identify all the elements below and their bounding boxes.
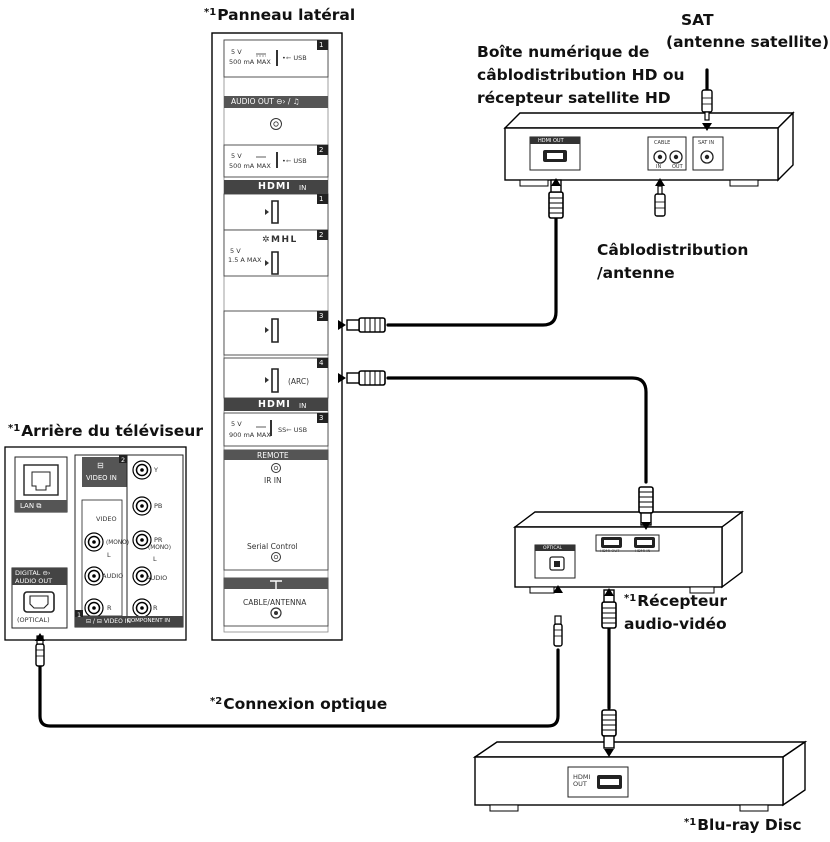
side-panel-title: *1Panneau latéral xyxy=(204,6,356,24)
bluray-title: *1Blu-ray Disc xyxy=(684,816,802,834)
hdmi-logo-2: HDMI xyxy=(258,399,291,410)
hdmi2-number: 2 xyxy=(319,231,324,239)
digital-audio-out-label: DIGITAL ⊖› AUDIO OUT xyxy=(15,569,53,585)
hdmi-in-label: IN xyxy=(299,184,307,192)
y-label: Y xyxy=(154,466,158,474)
settop-box xyxy=(503,111,795,187)
usb2-number: 2 xyxy=(319,146,324,154)
mhl-logo: ✲MHL xyxy=(262,235,298,245)
receiver-hdmi-in-label: HDMI IN xyxy=(635,548,651,553)
coax-plug-icon xyxy=(654,185,666,217)
settop-cable-label: CABLE xyxy=(654,140,671,146)
tv-rear-panel xyxy=(4,446,187,641)
settop-out-label: OUT xyxy=(672,164,683,170)
bluray-hdmi-out-label: HDMI OUT xyxy=(573,773,591,788)
usb1-number: 1 xyxy=(319,41,324,49)
optical-plug-icon xyxy=(553,615,563,647)
audio-out-label: AUDIO OUT ⊖› / ♫ xyxy=(231,97,300,106)
r-label-left: R xyxy=(107,604,112,612)
l-label-left: L xyxy=(107,551,111,559)
usb3-voltage: 5 V xyxy=(231,420,242,428)
usb3-number: 3 xyxy=(319,414,324,422)
rear-bottom-video-in: ⊟ / ⊟ VIDEO IN xyxy=(86,618,131,625)
hdmi-plug-icon xyxy=(346,370,386,386)
hdmi-cable-settop xyxy=(386,210,558,327)
hdmi4-number: 4 xyxy=(319,359,324,367)
settop-in-label: IN xyxy=(656,164,662,170)
receiver-optical-label: OPTICAL xyxy=(543,546,563,551)
remote-label: REMOTE xyxy=(257,451,289,460)
side-panel xyxy=(211,32,343,641)
hdmi-plug-icon xyxy=(638,486,654,526)
pr-label: PR xyxy=(154,536,163,544)
hdmi-plug-icon xyxy=(601,709,617,749)
hdmi3-number: 3 xyxy=(319,312,324,320)
video-in-label: VIDEO IN xyxy=(86,474,117,482)
mono-label-right: (MONO) xyxy=(148,545,171,551)
usb3-current: 900 mA MAX xyxy=(229,431,271,439)
tv-rear-title: *1Arrière du téléviseur xyxy=(8,422,203,440)
video-in-number: 2 xyxy=(121,456,126,464)
usb2-icon: •⇽ USB xyxy=(282,157,307,165)
hdmi2-current: 1.5 A MAX xyxy=(228,256,262,264)
hdmi-logo: HDMI xyxy=(258,181,291,192)
pb-label: PB xyxy=(154,502,163,510)
usb2-voltage: 5 V xyxy=(231,152,242,160)
receiver-hdmi-out-label: HDMI OUT xyxy=(600,548,620,553)
sat-label: SAT xyxy=(681,11,714,29)
optical-port-label: (OPTICAL) xyxy=(17,616,50,624)
hdmi-cable-receiver xyxy=(386,376,648,484)
av-receiver xyxy=(512,510,745,594)
audio-label-right: AUDIO xyxy=(146,574,168,582)
mono-label-left: (MONO) xyxy=(106,540,129,546)
hdmi2-voltage: 5 V xyxy=(230,247,241,255)
usb3-icon: SS⇽ USB xyxy=(278,426,308,434)
rear-bottom-number: 1 xyxy=(77,611,82,619)
audio-label-left: AUDIO xyxy=(102,572,124,580)
usb2-current: 500 mA MAX xyxy=(229,162,271,170)
usb1-current: 500 mA MAX xyxy=(229,58,271,66)
arc-label: (ARC) xyxy=(288,377,310,386)
ir-in-label: IR IN xyxy=(264,476,282,485)
serial-control-label: Serial Control xyxy=(247,542,298,551)
cable-antenna-label: Câblodistribution /antenne xyxy=(597,241,749,282)
bluray-player xyxy=(472,740,808,812)
lan-label: LAN ⧉ xyxy=(20,502,42,510)
usb1-icon: •⇽ USB xyxy=(282,54,307,62)
cable-antenna-port-label: CABLE/ANTENNA xyxy=(243,598,307,607)
hdmi-plug-icon xyxy=(346,317,386,333)
video-in-icon: ⊟ xyxy=(97,461,104,470)
sat-sublabel: (antenne satellite) xyxy=(666,33,830,51)
settop-title: Boîte numérique de câblodistribution HD … xyxy=(477,43,685,107)
av-receiver-title: *1Récepteur audio-vidéo xyxy=(624,592,728,633)
optical-connection-label: *2Connexion optique xyxy=(210,695,388,713)
rear-bottom-component-in: COMPONENT IN xyxy=(127,618,171,624)
video-label: VIDEO xyxy=(96,515,117,523)
r-label-right: R xyxy=(153,604,158,612)
settop-sat-in-label: SAT IN xyxy=(698,140,715,146)
l-label-right: L xyxy=(153,555,157,563)
hdmi-in-label-2: IN xyxy=(299,402,307,410)
optical-cable xyxy=(38,648,560,728)
hdmi1-number: 1 xyxy=(319,195,324,203)
usb1-voltage: 5 V xyxy=(231,48,242,56)
settop-hdmi-out-label: HDMI OUT xyxy=(538,138,564,144)
